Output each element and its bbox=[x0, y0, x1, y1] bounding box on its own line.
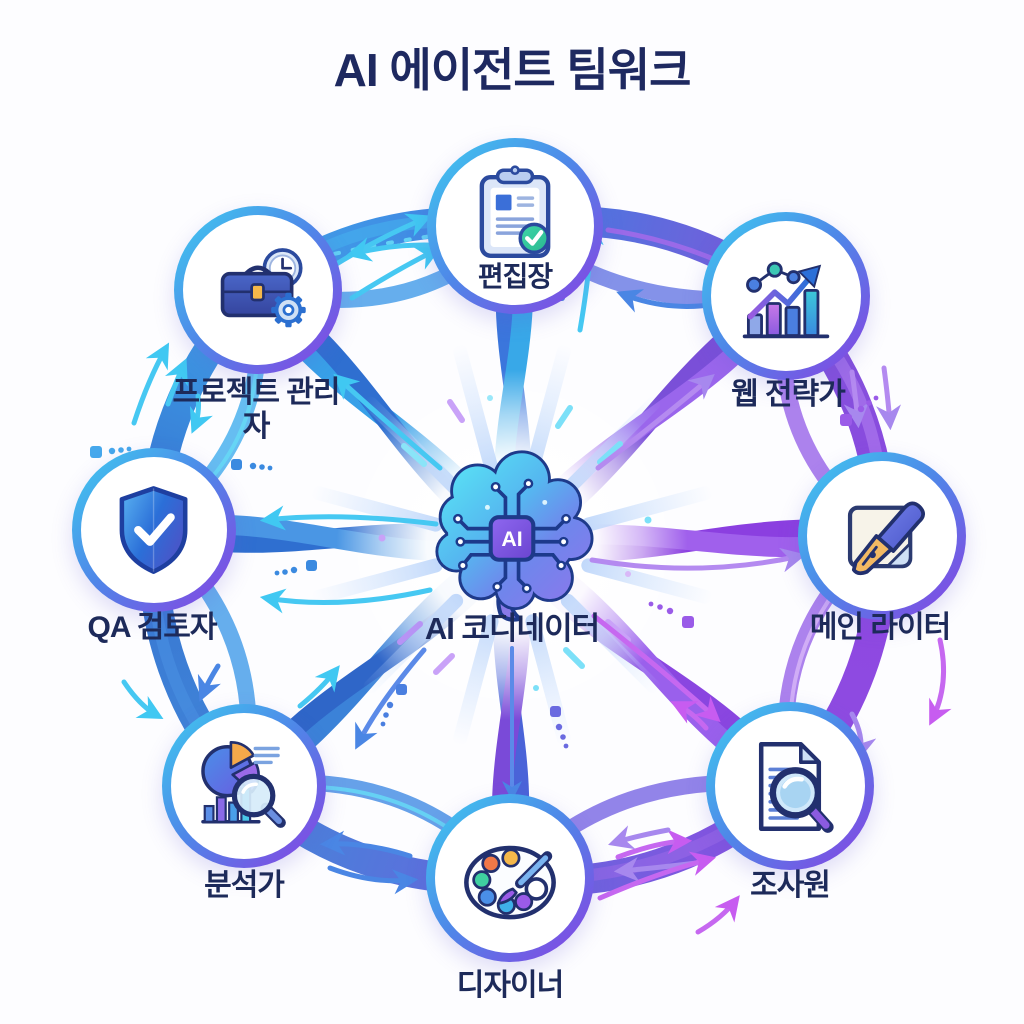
node-circle bbox=[426, 794, 594, 962]
sparkle-dashes bbox=[397, 399, 631, 675]
briefcase-clock-gear-icon bbox=[220, 248, 306, 328]
agent-node-qa-reviewer bbox=[72, 448, 236, 612]
node-circle bbox=[702, 212, 870, 380]
agent-label-analyst: 분석가 bbox=[204, 869, 285, 902]
agent-label-web-strategist: 웹 전략가 bbox=[731, 378, 846, 411]
agent-label-main-writer: 메인 라이터 bbox=[809, 611, 951, 644]
brain-circuit-icon: AI bbox=[435, 450, 594, 622]
agent-node-designer bbox=[426, 794, 594, 962]
agent-label-researcher: 조사원 bbox=[750, 869, 831, 902]
node-circle: 편집장 bbox=[427, 138, 603, 314]
node-circle bbox=[72, 448, 236, 612]
node-circle bbox=[174, 206, 342, 374]
flow-arrows bbox=[121, 213, 952, 935]
agent-label-editor: 편집장 bbox=[477, 261, 553, 292]
agent-label-project-manager: 프로젝트 관리자 bbox=[172, 376, 341, 443]
circuit-traces bbox=[458, 484, 566, 588]
shield-check-icon bbox=[119, 485, 188, 574]
agent-node-editor: 편집장 bbox=[427, 138, 603, 314]
agent-node-web-strategist bbox=[702, 212, 870, 380]
ai-chip-text: AI bbox=[501, 527, 522, 551]
sparkle-dots bbox=[378, 395, 652, 691]
center-agent-coordinator: AI bbox=[430, 450, 594, 622]
clipboard-check-icon bbox=[479, 165, 551, 258]
agent-node-project-manager bbox=[174, 206, 342, 374]
ai-chip bbox=[488, 515, 536, 562]
growth-chart-icon bbox=[742, 261, 830, 339]
agent-label-designer: 디자이너 bbox=[456, 969, 564, 1002]
node-circle bbox=[798, 452, 966, 620]
node-circle bbox=[706, 702, 874, 870]
node-circle bbox=[162, 704, 326, 868]
agent-label-coordinator: AI 코디네이터 bbox=[424, 611, 600, 646]
agent-node-researcher bbox=[706, 702, 874, 870]
page-title: AI 에이전트 팀워크 bbox=[333, 44, 692, 96]
palette-brush-icon bbox=[464, 845, 556, 920]
document-magnifier-icon bbox=[758, 741, 834, 833]
agent-node-analyst bbox=[162, 704, 326, 868]
pie-chart-magnifier-icon bbox=[201, 741, 286, 828]
pen-paper-icon bbox=[847, 501, 926, 576]
agent-label-qa-reviewer: QA 검토자 bbox=[87, 611, 217, 644]
agent-node-main-writer bbox=[798, 452, 966, 620]
